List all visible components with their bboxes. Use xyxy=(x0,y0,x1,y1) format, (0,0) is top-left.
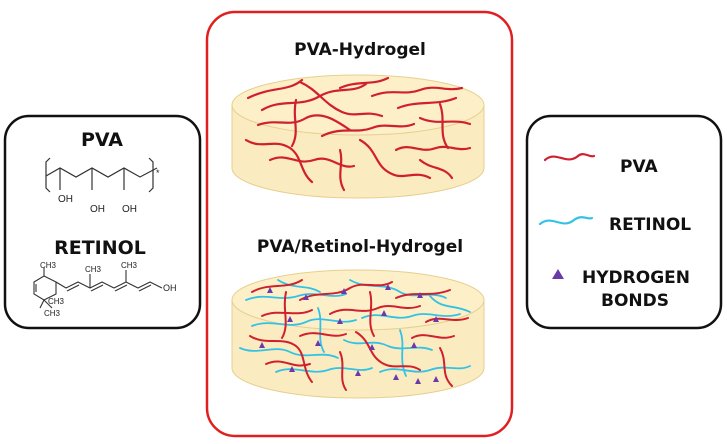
hbond-marker xyxy=(417,292,423,298)
legend-panel-border xyxy=(525,114,723,330)
hbond-marker xyxy=(341,288,347,294)
retinol-title: RETINOL xyxy=(54,237,146,259)
pva-retinol-hydrogel-disc xyxy=(231,269,485,399)
pva-hydrogel-title: PVA-Hydrogel xyxy=(294,40,426,60)
hbond-marker xyxy=(393,374,399,380)
hbond-marker xyxy=(381,310,387,316)
retinol-methyl-1: CH3 xyxy=(40,261,57,270)
hbond-marker xyxy=(433,316,439,322)
hbond-marker xyxy=(369,344,375,350)
hbond-marker xyxy=(259,342,265,348)
hbond-marker xyxy=(415,378,421,384)
pva-end-mark: * xyxy=(156,168,160,178)
hbond-marker xyxy=(303,294,309,300)
pva-title: PVA xyxy=(81,129,123,151)
legend-retinol-swatch xyxy=(538,216,594,226)
hbond-marker xyxy=(433,376,439,382)
hbond-marker xyxy=(315,340,321,346)
legend-hbond-triangle-icon xyxy=(552,269,564,279)
hbond-marker xyxy=(267,287,273,293)
disc-top xyxy=(231,269,485,331)
hbond-marker xyxy=(287,316,293,322)
oh-label-3: OH xyxy=(122,204,137,215)
legend-hbond-label-line1: HYDROGEN xyxy=(582,268,690,288)
pva-structure xyxy=(45,157,158,193)
retinol-methyl-5: CH3 xyxy=(44,309,61,318)
retinol-methyl-4: CH3 xyxy=(48,297,65,306)
hbond-marker xyxy=(411,342,417,348)
left-panel: PVA OH OH OH * RETINOL CH3 CH3 xyxy=(3,114,202,330)
hydrogen-bond-markers xyxy=(259,284,439,384)
legend-pva-label: PVA xyxy=(620,157,658,177)
oh-label-1: OH xyxy=(58,194,73,205)
retinol-oh-label: OH xyxy=(163,283,177,293)
pva-chains-top xyxy=(244,76,472,192)
left-panel-border xyxy=(3,114,202,330)
oh-label-2: OH xyxy=(90,204,105,215)
pva-retinol-hydrogel-title: PVA/Retinol-Hydrogel xyxy=(257,237,463,257)
hbond-marker xyxy=(337,318,343,324)
retinol-methyl-3: CH3 xyxy=(121,261,138,270)
retinol-structure xyxy=(33,268,163,309)
hbond-marker xyxy=(289,366,295,372)
hbond-marker xyxy=(385,284,391,290)
center-panel: PVA-Hydrogel xyxy=(205,10,514,438)
pva-hydrogel-disc xyxy=(231,74,485,199)
pva-chains-bottom xyxy=(249,279,469,391)
legend-pva-swatch xyxy=(543,153,596,162)
hbond-marker xyxy=(355,370,361,376)
legend-hbond-label-line2: BONDS xyxy=(601,291,669,311)
legend-retinol-label: RETINOL xyxy=(609,215,691,235)
retinol-methyl-2: CH3 xyxy=(85,265,102,274)
legend-panel: PVA RETINOL HYDROGEN BONDS xyxy=(525,114,723,330)
